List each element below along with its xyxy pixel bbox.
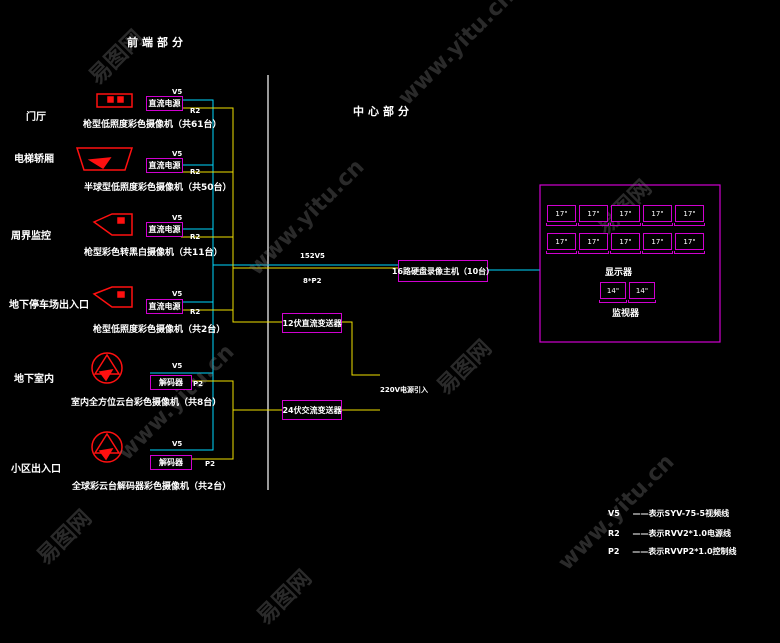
supervisor-monitor: 14" [599, 282, 627, 303]
camera-caption: 枪型低照度彩色摄像机（共61台） [83, 120, 222, 130]
camera-caption: 半球型低照度彩色摄像机（共50台） [84, 183, 232, 193]
legend-text: ——表示RVVP2*1.0控制线 [632, 547, 737, 556]
gun-camera-icon [92, 213, 133, 236]
legend-text: ——表示SYV-75-5视频线 [632, 509, 730, 518]
wire-tag-p2: P2 [193, 380, 204, 388]
location-label: 地下停车场出入口 [9, 300, 89, 311]
dc-power-box: 直流电源 [146, 222, 183, 237]
display-label: 显示器 [605, 268, 633, 278]
mains-tag: 220V电源引入 [380, 386, 429, 394]
dome-camera-icon [75, 147, 134, 171]
supervisor-monitor: 14" [628, 282, 656, 303]
camera-caption: 室内全方位云台彩色摄像机（共8台） [71, 398, 222, 408]
legend-row: R2 ——表示RVV2*1.0电源线 [608, 528, 731, 539]
wire-tag-r2: R2 [190, 233, 201, 241]
wire-tag-v5: V5 [172, 290, 183, 298]
ptz-camera-icon [91, 352, 123, 384]
display-monitor: 17" [578, 205, 609, 226]
dc-power-box: 直流电源 [146, 158, 183, 173]
camera-caption: 枪型彩色转黑白摄像机（共11台） [84, 248, 223, 258]
dc-power-box: 直流电源 [146, 96, 183, 111]
wire-tag-r2: R2 [190, 168, 201, 176]
decoder-box: 解码器 [150, 375, 192, 390]
location-label: 电梯轿厢 [14, 154, 54, 165]
legend-row: P2 ——表示RVVP2*1.0控制线 [608, 546, 737, 557]
wire-tag-r2: R2 [190, 107, 201, 115]
display-monitor: 17" [546, 205, 577, 226]
video-lines [150, 99, 540, 451]
legend-text: ——表示RVV2*1.0电源线 [632, 529, 731, 538]
wire-tag-v5: V5 [172, 440, 183, 448]
wire-tag-p2: P2 [205, 460, 216, 468]
decoder-box: 解码器 [150, 455, 192, 470]
front-section-header: 前端部分 [127, 36, 187, 49]
location-label: 门厅 [26, 112, 46, 123]
location-label: 周界监控 [11, 231, 51, 242]
location-label: 小区出入口 [11, 464, 61, 475]
gun-camera-icon [96, 93, 133, 108]
bus-control-tag: 8*P2 [303, 277, 322, 285]
camera-caption: 全球彩云台解码器彩色摄像机（共2台） [72, 482, 232, 492]
display-wall-frame [539, 184, 721, 343]
display-monitor: 17" [674, 205, 705, 226]
power-lines [181, 107, 400, 460]
display-monitor: 17" [642, 233, 673, 254]
wire-tag-v5: V5 [172, 214, 183, 222]
gun-camera-icon [92, 286, 133, 308]
legend-code: R2 [608, 529, 620, 538]
camera-icons [75, 93, 134, 463]
camera-caption: 枪型低照度彩色摄像机（共2台） [93, 325, 226, 335]
wire-tag-v5: V5 [172, 150, 183, 158]
display-monitor: 17" [546, 233, 577, 254]
legend-row: V5 ——表示SYV-75-5视频线 [608, 508, 729, 519]
display-monitor: 17" [610, 233, 641, 254]
legend-code: P2 [608, 547, 620, 556]
display-monitor: 17" [610, 205, 641, 226]
dc-transformer-box: 12伏直流变送器 [282, 313, 342, 333]
ptz-camera-icon [91, 431, 123, 463]
wire-tag-v5: V5 [172, 88, 183, 96]
display-monitor: 17" [674, 233, 705, 254]
display-monitor: 17" [578, 233, 609, 254]
center-section-header: 中心部分 [353, 105, 413, 118]
dvr-host-box: 16路硬盘录像主机（10台） [392, 260, 494, 282]
location-label: 地下室内 [14, 374, 54, 385]
wire-tag-r2: R2 [190, 308, 201, 316]
display-monitor: 17" [642, 205, 673, 226]
supervisor-label: 监视器 [612, 309, 640, 319]
dc-power-box: 直流电源 [146, 299, 183, 314]
wire-tag-v5: V5 [172, 362, 183, 370]
legend-code: V5 [608, 509, 620, 518]
ac-transformer-box: 24伏交流变送器 [282, 400, 342, 420]
bus-video-tag: 152V5 [300, 252, 325, 260]
